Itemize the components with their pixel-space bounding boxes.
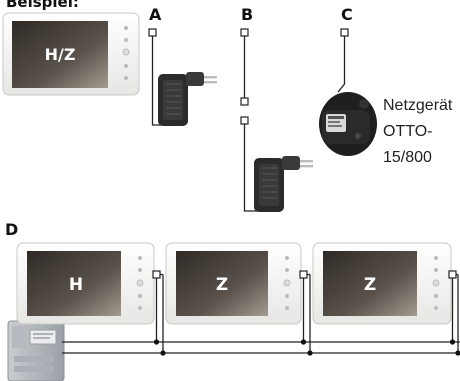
monitor-d3-terminals <box>448 270 460 356</box>
psu-model-suffix: 15/800 <box>383 149 432 166</box>
monitor-d1-label: H <box>69 275 83 295</box>
monitor-d2-terminals <box>299 270 313 356</box>
variant-c-label: C <box>341 5 353 24</box>
variant-d-label: D <box>5 220 18 239</box>
variant-a-label: A <box>149 5 162 24</box>
monitor-top: H/Z <box>2 12 140 96</box>
page-title: Beispiel: <box>6 0 79 11</box>
psu-model-prefix: OTTO- <box>383 123 432 140</box>
monitor-d3-label: Z <box>364 275 376 295</box>
variant-c-wiring <box>337 28 349 93</box>
monitor-d3: Z <box>312 242 452 325</box>
monitor-screen <box>12 21 108 88</box>
psu-name: Netzgerät <box>383 97 453 114</box>
din-rail-psu <box>7 320 65 381</box>
monitor-d1: H <box>16 242 155 325</box>
monitor-d2-label: Z <box>216 275 228 295</box>
plug-adapter-a <box>158 72 217 126</box>
monitor-d2: Z <box>165 242 302 325</box>
monitor-d1-terminals <box>152 270 166 356</box>
variant-b-label: B <box>241 5 253 24</box>
psu-otto <box>319 92 377 156</box>
bus-wires <box>62 341 460 354</box>
monitor-top-label: H/Z <box>45 45 76 64</box>
plug-adapter-b <box>254 156 313 212</box>
